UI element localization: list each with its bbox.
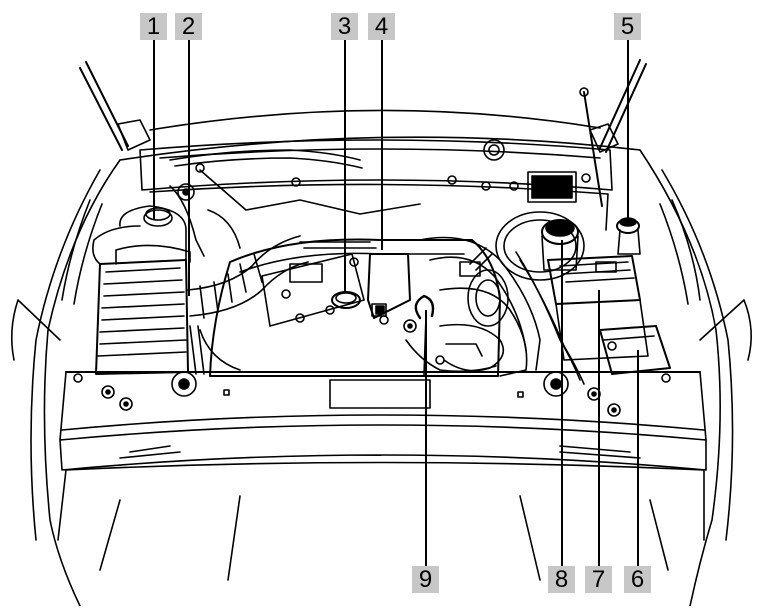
leader-line-6 [637,350,639,566]
callout-8: 8 [548,566,575,593]
leader-line-1 [153,40,155,220]
leader-line-5 [627,40,629,220]
callout-7: 7 [585,566,612,593]
callout-2: 2 [175,13,202,40]
leader-line-3 [344,40,346,292]
callout-4: 4 [368,13,395,40]
callout-3: 3 [331,13,358,40]
callout-9: 9 [412,566,439,593]
leader-line-8 [561,240,563,566]
leader-line-9 [425,310,427,566]
leader-line-2 [188,40,190,296]
callout-6: 6 [624,566,651,593]
leader-line-7 [598,290,600,566]
leader-line-4 [381,40,383,250]
callout-1: 1 [140,13,167,40]
callout-5: 5 [614,13,641,40]
